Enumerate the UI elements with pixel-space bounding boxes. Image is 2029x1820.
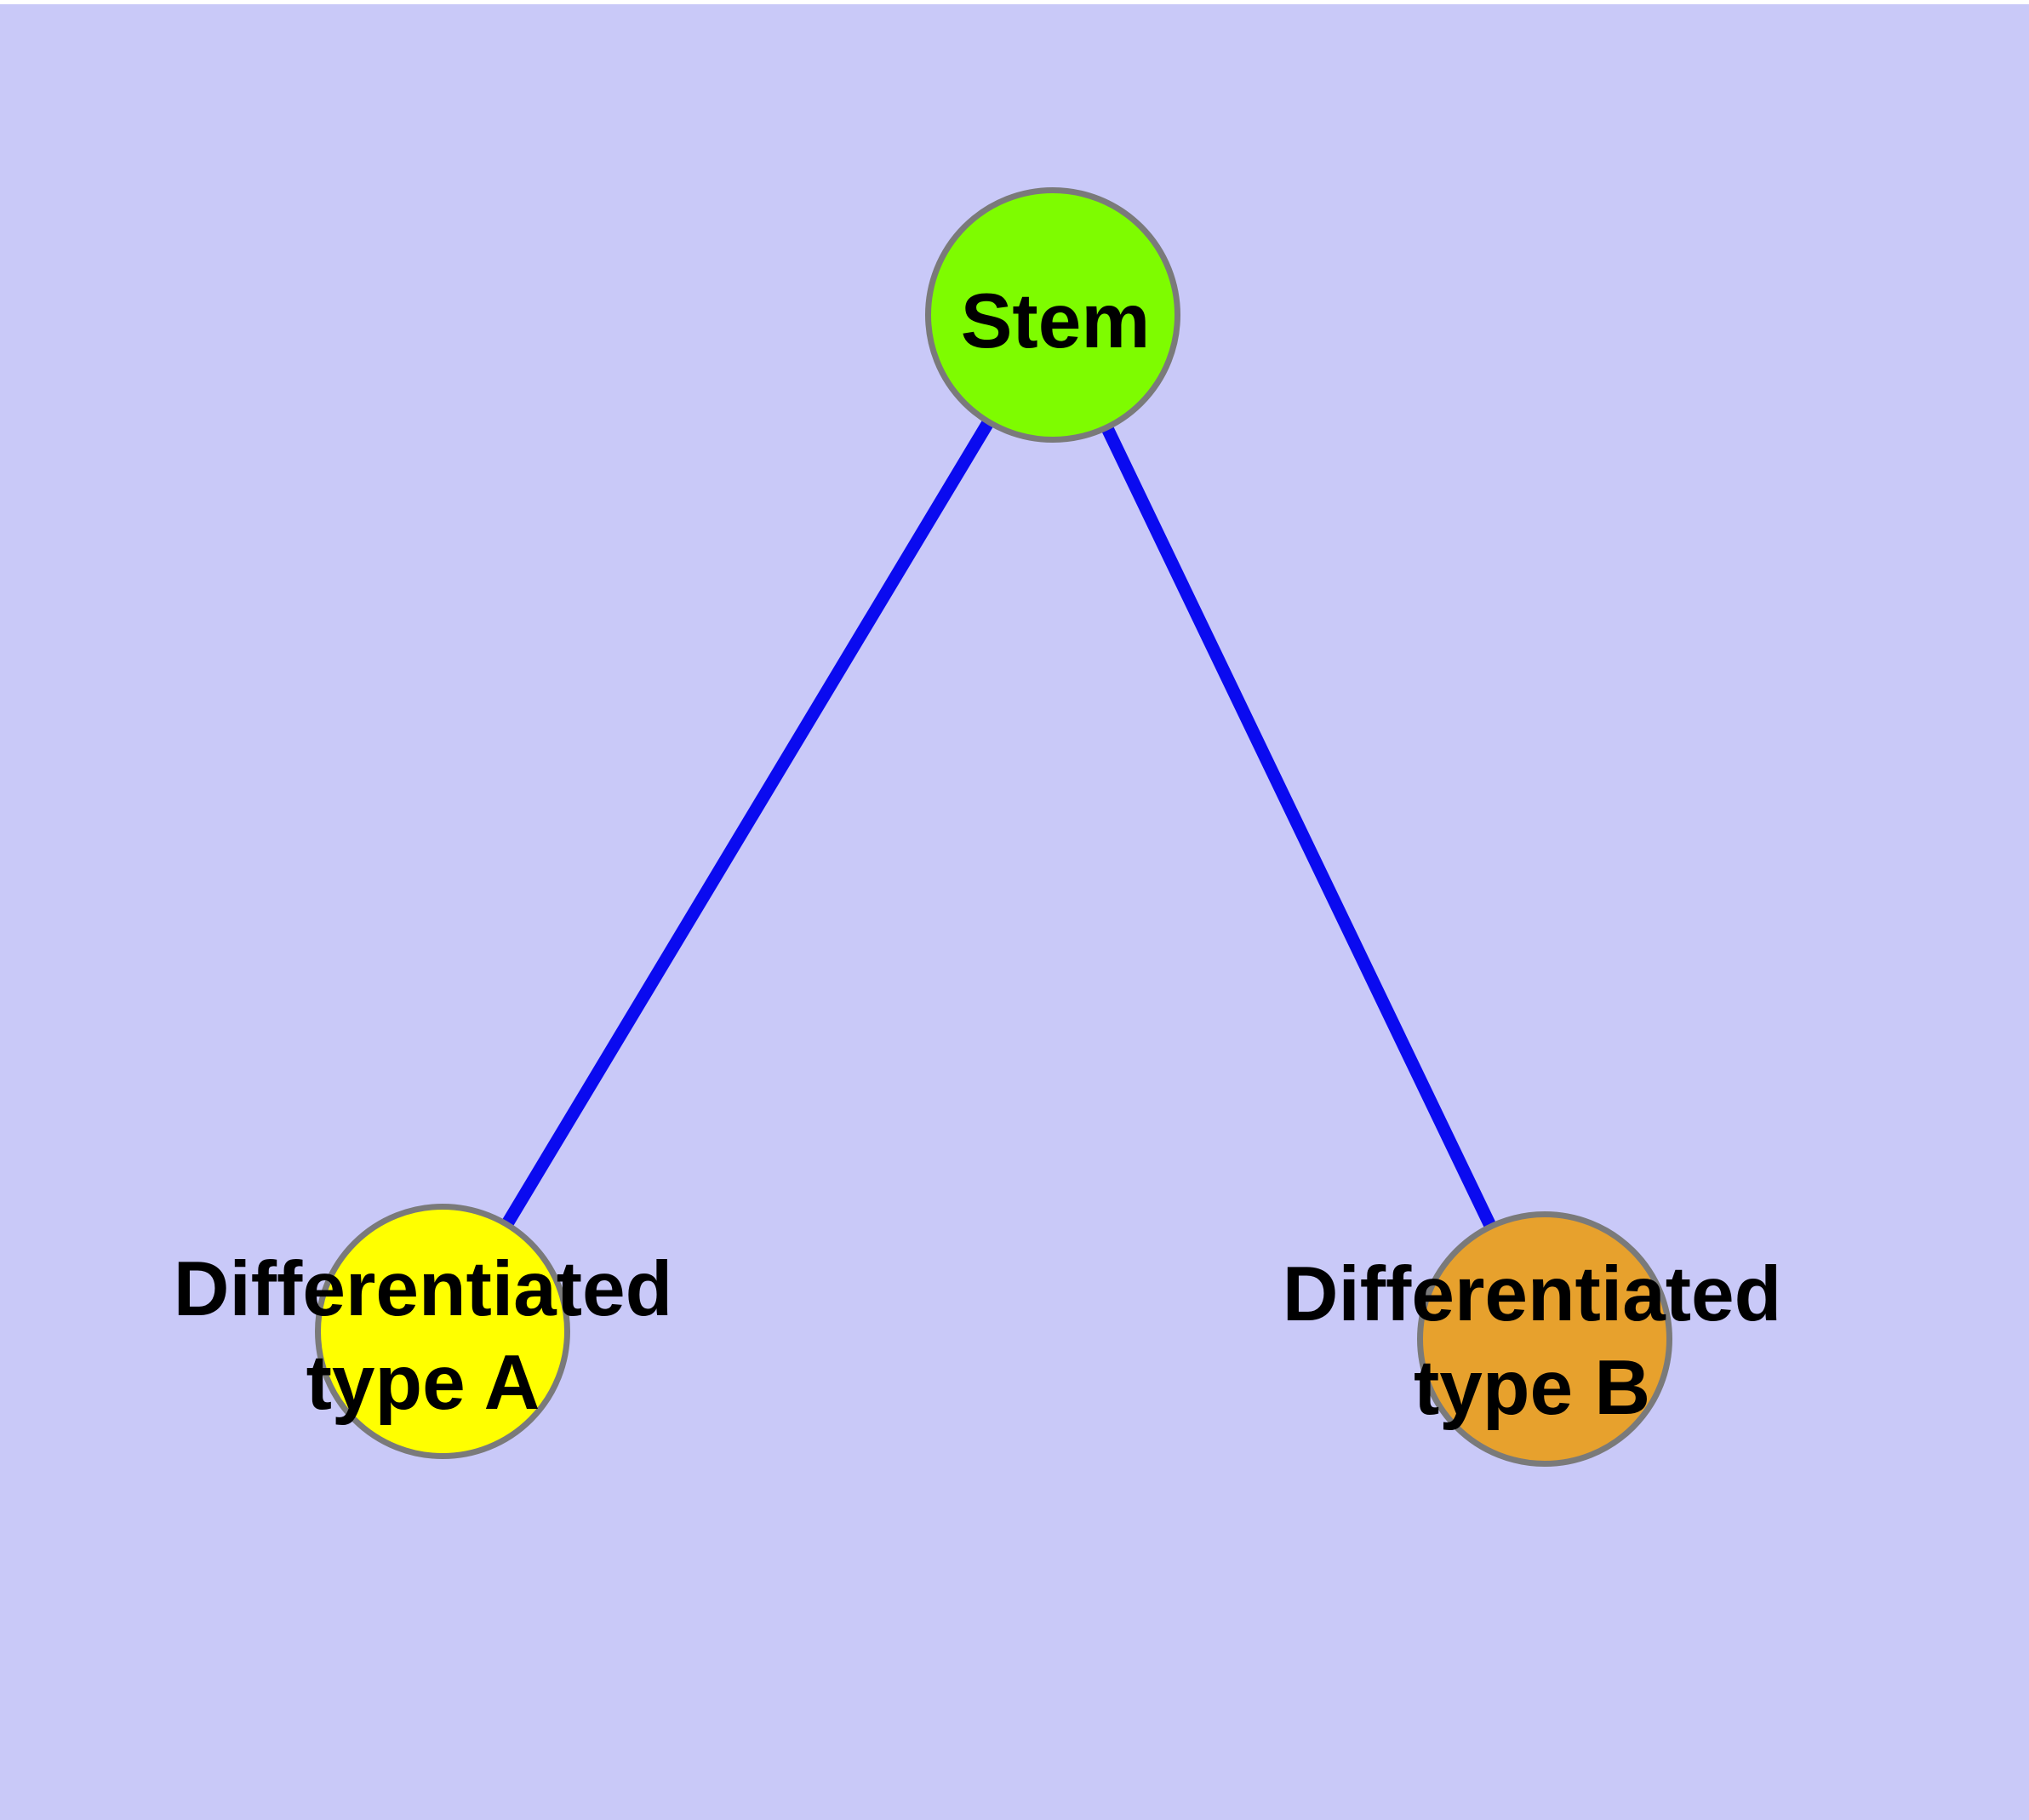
node-stem — [925, 187, 1180, 443]
edge-stem-to-type-b — [1047, 312, 1551, 1342]
edge-stem-to-type-a — [437, 312, 1059, 1335]
node-differentiated-type-a — [315, 1204, 570, 1459]
top-edge-strip — [0, 0, 2029, 4]
node-differentiated-type-b — [1417, 1211, 1672, 1467]
